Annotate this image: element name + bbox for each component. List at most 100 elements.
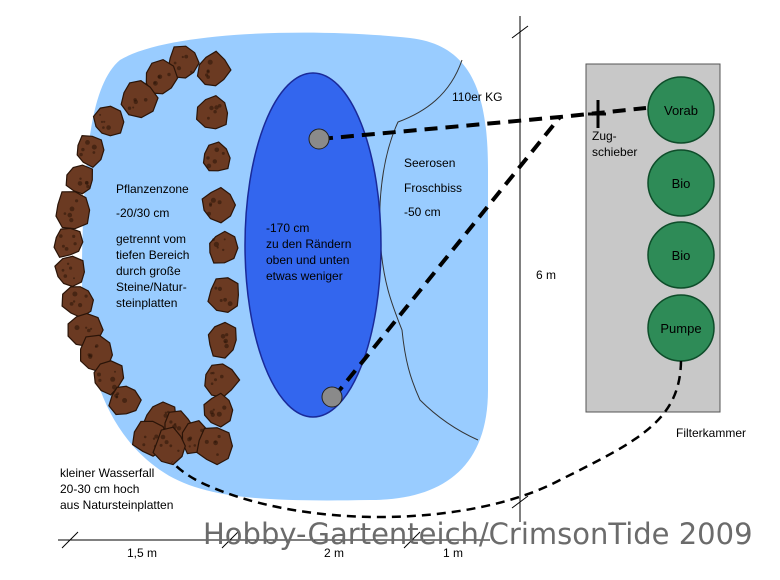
stone-texture bbox=[213, 110, 217, 114]
stone-texture bbox=[214, 105, 219, 110]
stone-texture bbox=[116, 392, 120, 396]
pipe-lower-drain bbox=[332, 115, 562, 399]
stone-texture bbox=[72, 300, 76, 303]
stone-texture bbox=[85, 140, 90, 145]
slide-valve-icon bbox=[588, 100, 606, 128]
stone-texture bbox=[214, 147, 220, 153]
stone-texture bbox=[92, 151, 96, 154]
stone-texture bbox=[160, 434, 166, 440]
stone-texture bbox=[217, 434, 221, 439]
stone bbox=[202, 141, 231, 172]
stone-texture bbox=[127, 106, 132, 110]
stone-texture bbox=[72, 234, 76, 238]
stone-texture bbox=[133, 98, 137, 102]
stone-texture bbox=[217, 200, 222, 205]
stone-texture bbox=[79, 152, 83, 157]
stone-texture bbox=[84, 294, 88, 298]
stone-texture bbox=[79, 177, 82, 180]
plant-zone-depth: -20/30 cm bbox=[116, 206, 169, 220]
plant-zone-title: Pflanzenzone bbox=[116, 182, 189, 196]
width-label-2: 2 m bbox=[324, 546, 344, 560]
stone-texture bbox=[217, 286, 222, 291]
stone-texture bbox=[85, 181, 89, 185]
stone-texture bbox=[206, 156, 210, 160]
stone-texture bbox=[214, 440, 217, 443]
stone-texture bbox=[143, 435, 147, 439]
stone-texture bbox=[98, 378, 102, 382]
stone-texture bbox=[97, 372, 101, 377]
stone-texture bbox=[223, 297, 228, 302]
stone-texture bbox=[159, 443, 163, 447]
lily-zone-line-2: Froschbiss bbox=[404, 181, 462, 195]
horizontal-dimension-tick-1 bbox=[61, 531, 79, 549]
stone-texture bbox=[227, 301, 233, 307]
chamber-pumpe: Pumpe bbox=[647, 294, 715, 362]
stone-texture bbox=[81, 147, 85, 152]
stone-texture bbox=[209, 204, 212, 207]
stone-texture bbox=[181, 55, 184, 59]
stone-texture bbox=[154, 434, 159, 439]
stone-texture bbox=[176, 66, 182, 71]
stone-texture bbox=[214, 378, 217, 382]
stone-texture bbox=[163, 413, 168, 418]
stone-texture bbox=[204, 439, 209, 444]
stone-texture bbox=[75, 199, 79, 203]
stone-wall bbox=[53, 45, 241, 466]
chamber-vorab: Vorab bbox=[647, 76, 715, 144]
stone-texture bbox=[90, 327, 93, 330]
stone-texture bbox=[188, 436, 193, 440]
stone-texture bbox=[164, 411, 168, 414]
stone-texture bbox=[72, 291, 78, 297]
stone-texture bbox=[212, 159, 217, 164]
stone-texture bbox=[110, 376, 116, 382]
stone bbox=[53, 227, 84, 258]
stone-texture bbox=[193, 444, 197, 447]
chamber-bio-1: Bio bbox=[647, 149, 715, 217]
chamber-vorab-label: Vorab bbox=[664, 103, 698, 118]
stone-texture bbox=[78, 303, 83, 308]
stone-texture bbox=[152, 437, 156, 440]
slide-valve-label-2: schieber bbox=[592, 145, 637, 159]
stone-texture bbox=[190, 70, 193, 74]
stone bbox=[54, 255, 86, 288]
stone-texture bbox=[213, 241, 219, 247]
stone-texture bbox=[59, 234, 63, 238]
plant-zone-note-2: tiefen Bereich bbox=[116, 248, 189, 262]
stone-texture bbox=[164, 440, 169, 445]
stone-texture bbox=[216, 411, 222, 417]
dimension-height-label: 6 m bbox=[536, 268, 556, 282]
stone-texture bbox=[216, 453, 219, 456]
stone bbox=[209, 230, 239, 264]
stone-texture bbox=[103, 120, 106, 123]
stone-texture bbox=[219, 299, 223, 302]
stone-texture bbox=[224, 343, 229, 349]
deep-zone-line-3: oben und unten bbox=[266, 253, 349, 267]
stone-texture bbox=[87, 328, 91, 333]
width-label-3: 1 m bbox=[443, 546, 463, 560]
stone-texture bbox=[85, 326, 88, 329]
stone-texture bbox=[206, 163, 212, 169]
stone-texture bbox=[210, 197, 216, 203]
stone-texture bbox=[102, 126, 105, 129]
bottom-drain-upper bbox=[308, 128, 330, 150]
stone-texture bbox=[132, 106, 135, 109]
pipe-label: 110er KG bbox=[452, 90, 502, 104]
stone-texture bbox=[167, 72, 171, 77]
stone-texture bbox=[210, 372, 213, 375]
chamber-pumpe-label: Pumpe bbox=[660, 321, 701, 336]
stone-texture bbox=[69, 266, 73, 270]
stone bbox=[92, 105, 125, 137]
stone-texture bbox=[223, 238, 226, 241]
stone-texture bbox=[224, 340, 227, 343]
stone-texture bbox=[207, 59, 213, 65]
stone-texture bbox=[214, 286, 218, 290]
width-label-1: 1,5 m bbox=[127, 546, 157, 560]
stone-texture bbox=[225, 333, 229, 337]
stone-texture bbox=[142, 443, 146, 447]
deep-zone-line-2: zu den Rändern bbox=[266, 237, 351, 251]
stone-texture bbox=[61, 268, 65, 272]
stone-texture bbox=[207, 116, 210, 120]
stone bbox=[65, 164, 94, 195]
slide-valve-label-1: Zug- bbox=[592, 129, 617, 143]
